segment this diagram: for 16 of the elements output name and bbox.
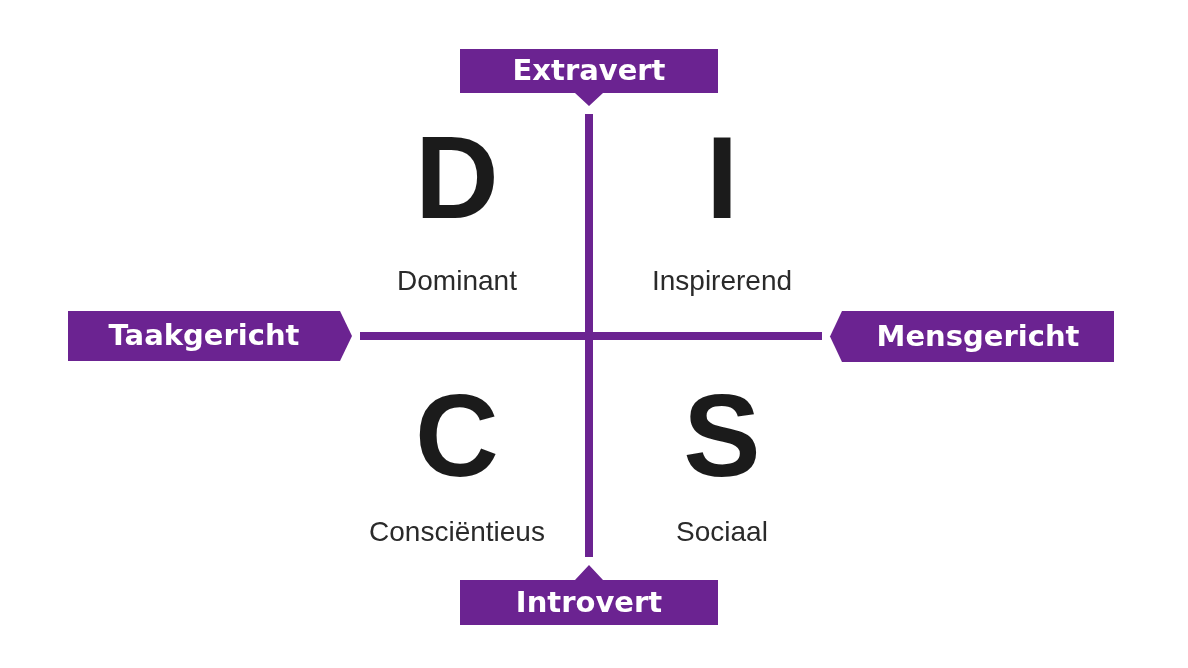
quadrant-letter: I	[705, 120, 739, 236]
quadrant-name: Consciëntieus	[369, 518, 545, 546]
quadrant-name: Dominant	[397, 267, 517, 295]
pointer-tag	[830, 311, 1114, 362]
quadrant-name: Sociaal	[676, 518, 768, 546]
pointer-tag	[460, 49, 718, 106]
quadrant-letter: D	[415, 120, 499, 236]
quadrant-name: Inspirerend	[651, 267, 793, 295]
quadrant-letter: C	[415, 378, 499, 494]
tag-text: Mensgericht	[876, 319, 1080, 354]
pointer-tag	[460, 565, 718, 625]
tag-text: Taakgericht	[108, 319, 300, 353]
pointer-tag	[68, 311, 352, 361]
tag-text: Introvert	[515, 585, 663, 620]
quadrant-letter: S	[683, 378, 761, 494]
tag-text: Extravert	[512, 54, 666, 88]
